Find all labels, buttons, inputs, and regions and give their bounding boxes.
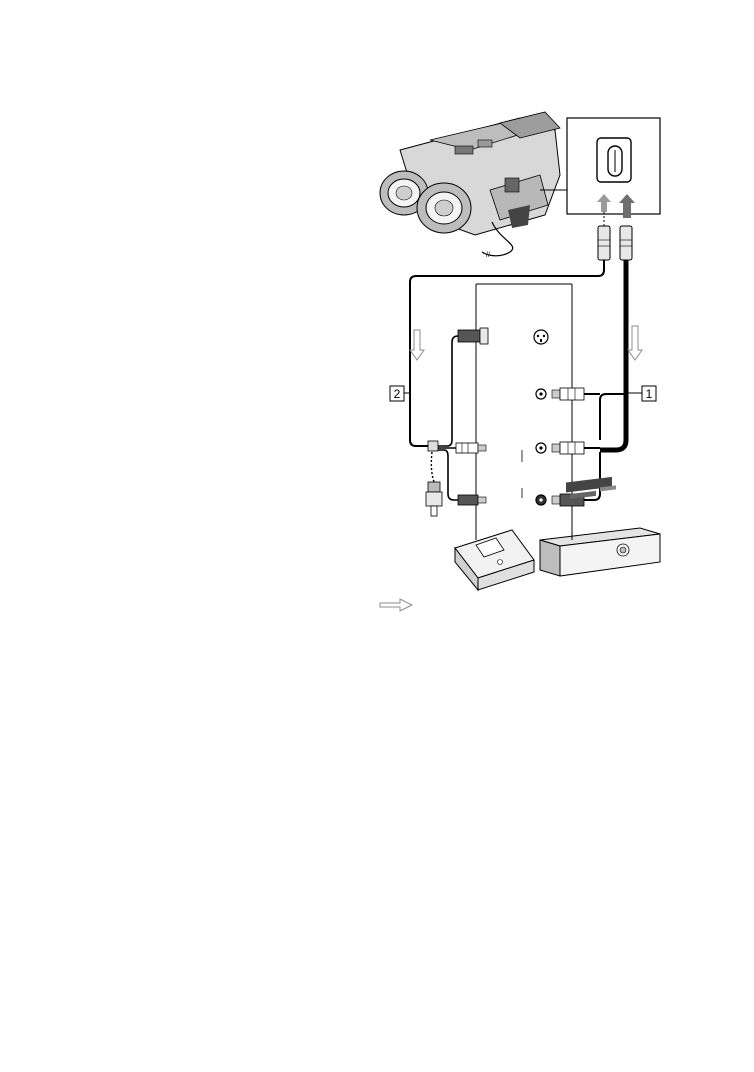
a-v-out-jack-icon	[566, 117, 661, 215]
device-input-panel	[475, 283, 573, 530]
svg-text://: //	[486, 252, 490, 259]
svg-text:2: 2	[394, 387, 401, 401]
audio-plug-left	[457, 494, 487, 506]
signal-flow-arrow-icon	[409, 325, 643, 361]
insert-arrows	[597, 194, 635, 226]
audio-l-plug-right	[551, 387, 585, 401]
cable-2	[409, 260, 605, 501]
callout-cable-2: 2	[389, 385, 410, 402]
video-plug-left	[455, 442, 487, 454]
camera-plug-cable-2	[597, 225, 611, 261]
callout-cable-1: 1	[626, 385, 657, 402]
signal-flow-legend-icon	[379, 598, 414, 612]
camera-plug-cable-1	[619, 225, 633, 261]
cable-1	[584, 260, 629, 501]
video-plug-right	[551, 441, 585, 455]
binocular-camcorder-icon: //	[379, 111, 568, 259]
loose-rca-plug	[425, 481, 443, 517]
dvd-recorder-icon	[454, 529, 535, 592]
s-video-plug	[457, 327, 489, 345]
vcr-deck-icon	[539, 476, 661, 577]
svg-text:1: 1	[646, 387, 653, 401]
